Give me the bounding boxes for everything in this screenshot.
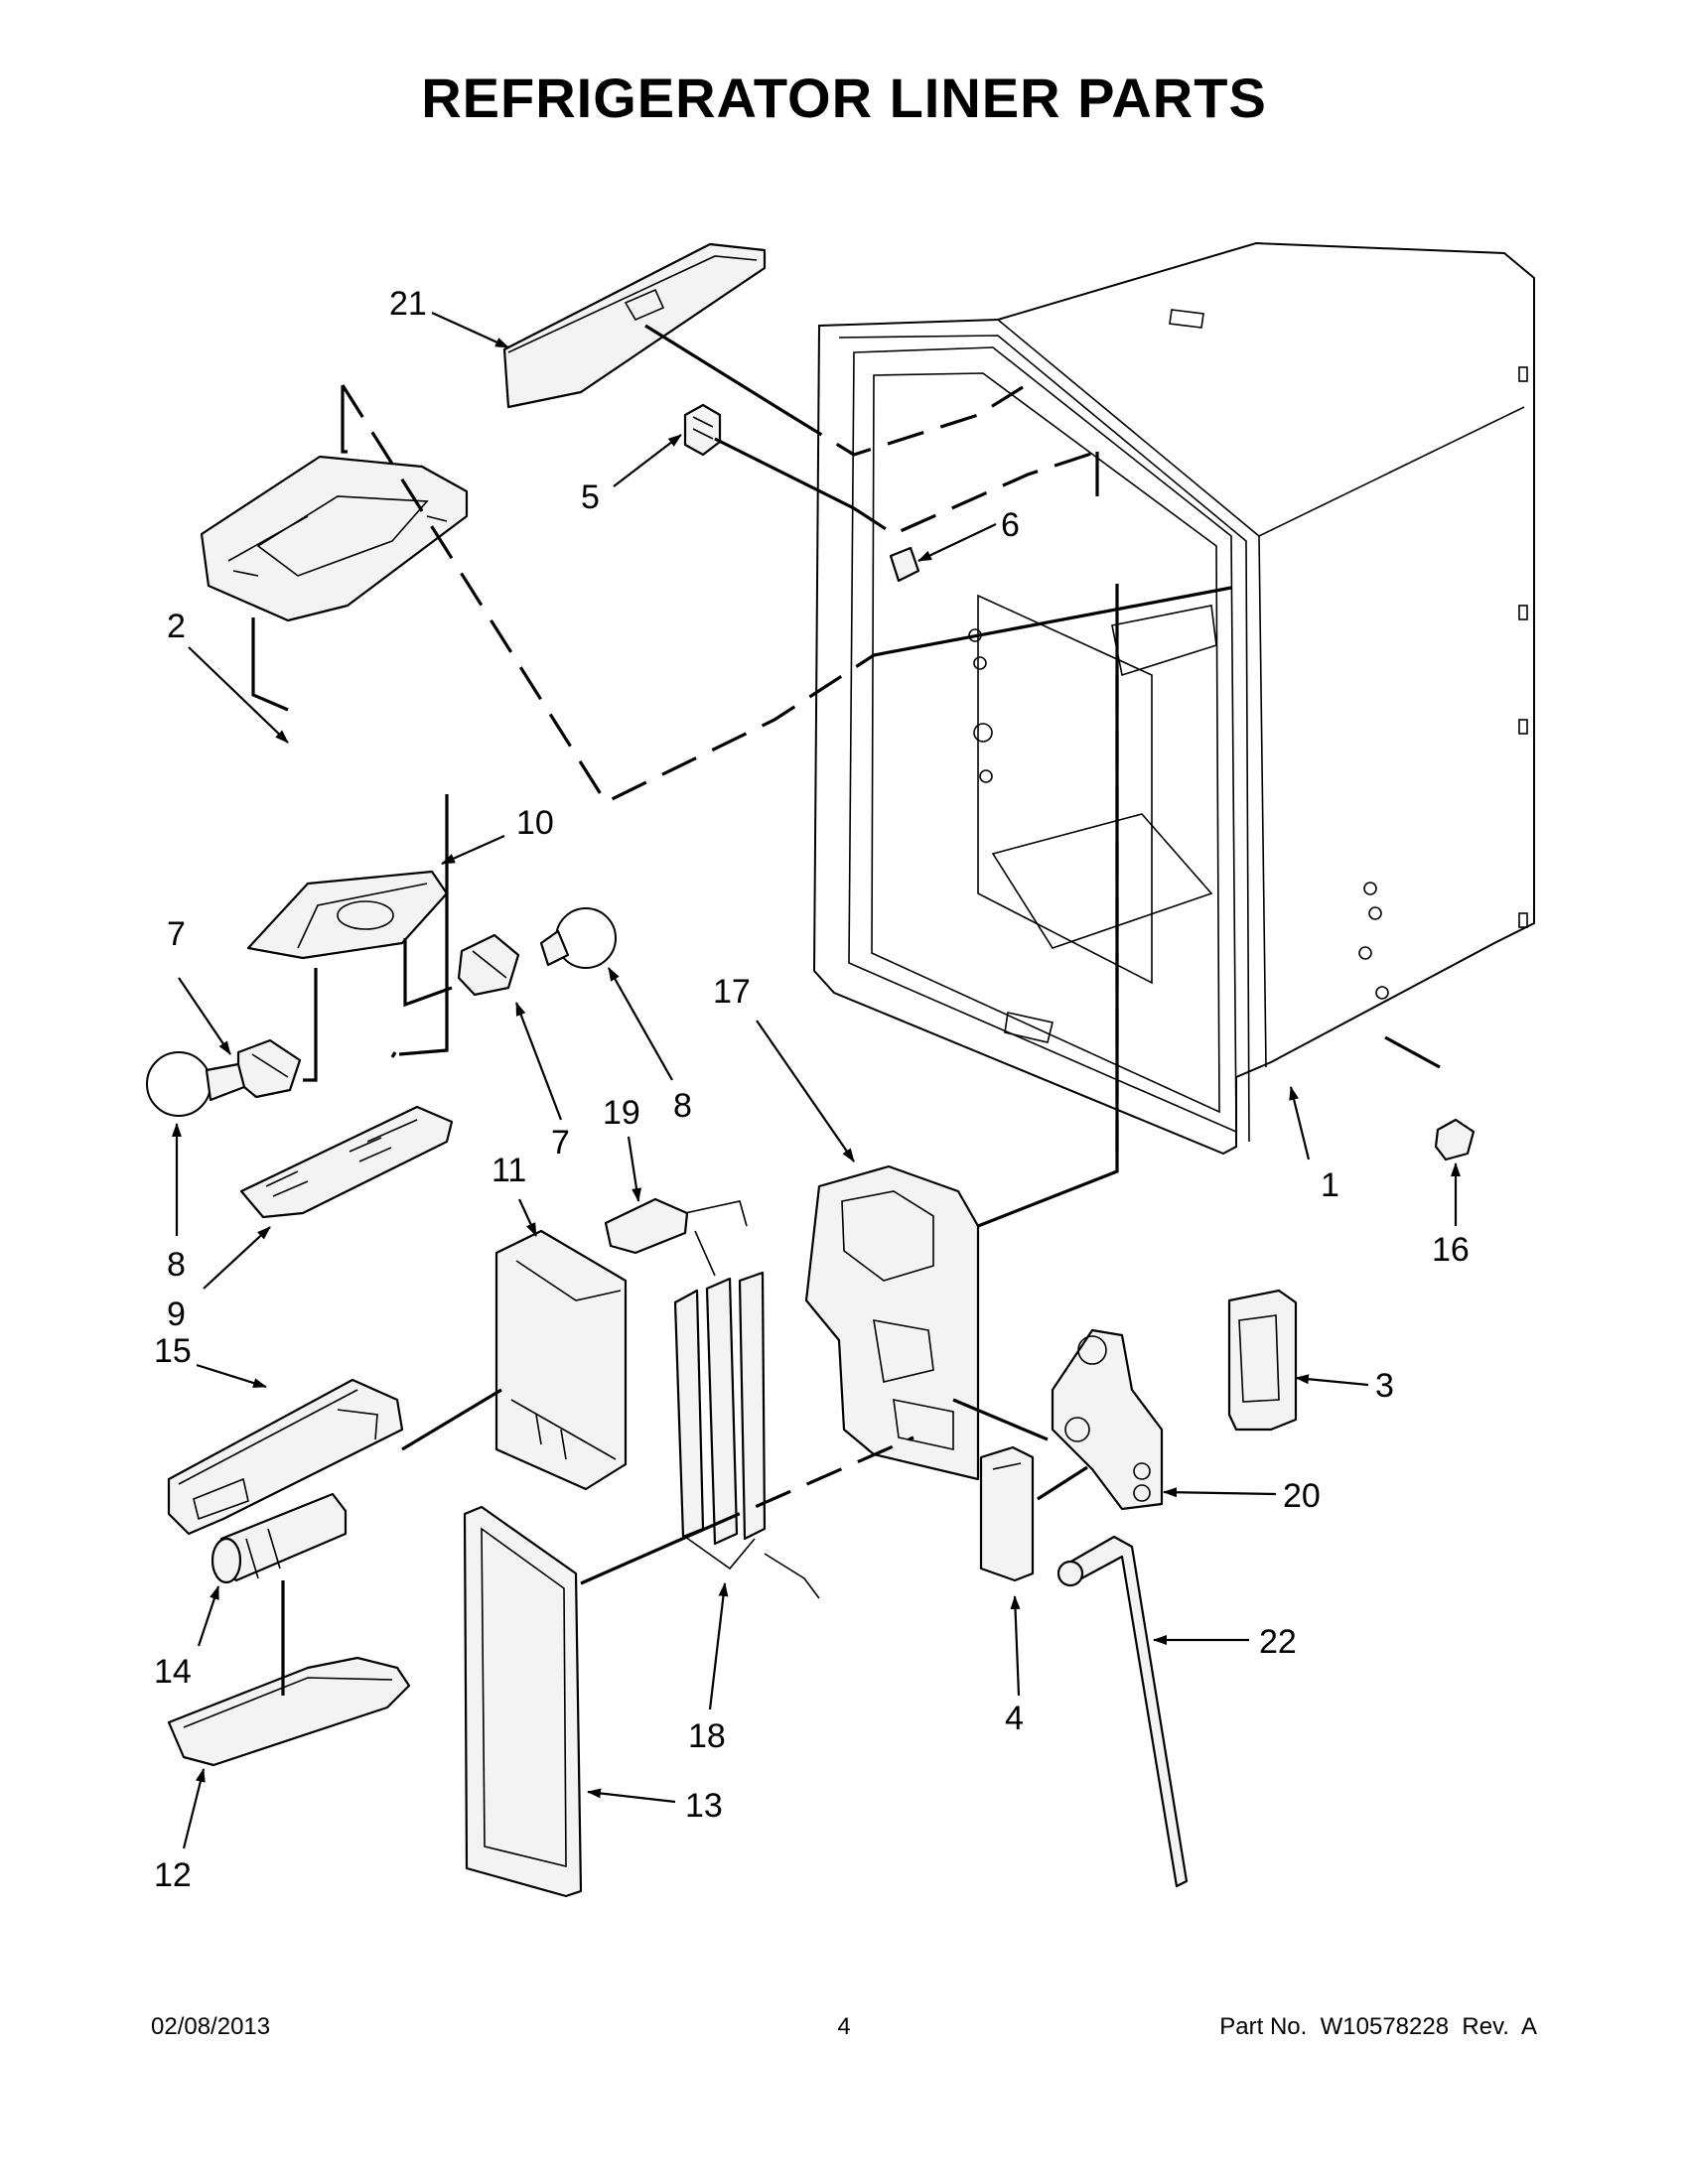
plug-part: [1434, 1118, 1476, 1161]
callout-5: 5: [581, 478, 600, 516]
footer-page-number: 4: [837, 2013, 851, 2040]
light-shield-part: [246, 870, 449, 960]
callout-10: 10: [516, 804, 554, 842]
callout-17: 17: [713, 973, 751, 1011]
callout-1: 1: [1321, 1166, 1339, 1204]
callout-2: 2: [167, 608, 186, 645]
callout-8a: 8: [167, 1246, 186, 1284]
callout-leaders: [172, 311, 1461, 1849]
callout-16: 16: [1432, 1231, 1470, 1269]
water-tank-part: [673, 1271, 820, 1599]
air-diffuser-part: [502, 242, 767, 409]
dispenser-housing-part: [804, 1164, 980, 1481]
callout-15: 15: [154, 1332, 192, 1370]
callout-22: 22: [1259, 1623, 1297, 1661]
light-housing-part: [200, 455, 469, 622]
callout-6: 6: [1001, 506, 1020, 544]
callout-9: 9: [167, 1296, 186, 1333]
page-title: REFRIGERATOR LINER PARTS: [421, 67, 1267, 129]
footer-part-number: Part No. W10578228 Rev. A: [1219, 2013, 1537, 2040]
dispenser-chute-part: [494, 1229, 628, 1491]
light-bulb-part: [539, 907, 617, 969]
callout-12: 12: [154, 1856, 192, 1894]
light-socket-part: [457, 933, 520, 997]
valve-bracket-part: [979, 1445, 1035, 1582]
callout-20: 20: [1283, 1477, 1321, 1515]
callout-3: 3: [1375, 1367, 1394, 1405]
callout-11: 11: [492, 1152, 526, 1189]
clip-part: [889, 546, 920, 583]
filter-cover-part: [167, 1656, 411, 1767]
callout-14: 14: [154, 1653, 192, 1691]
light-bulb-part: [146, 1051, 246, 1117]
water-valve-part: [1051, 1328, 1164, 1511]
liner-part: [812, 241, 1535, 1156]
callout-4: 4: [1005, 1700, 1024, 1737]
callout-19: 19: [603, 1094, 640, 1132]
callout-21: 21: [389, 285, 427, 323]
footer-date: 02/08/2013: [151, 2013, 271, 2040]
cover-panel-part: [463, 1505, 583, 1898]
callout-13: 13: [685, 1787, 723, 1825]
callout-7b: 7: [551, 1124, 570, 1161]
callout-7a: 7: [167, 915, 186, 953]
light-lens-part: [239, 1105, 454, 1219]
callout-18: 18: [688, 1717, 726, 1755]
bracket-part: [1227, 1289, 1298, 1432]
damper-part: [683, 403, 722, 457]
water-filter-part: [211, 1492, 348, 1584]
callout-numbers: 1 2 3 4 5 6 7 7 8 8 9 10 11 12 13 14 15 …: [154, 285, 1470, 1894]
water-tube-part: [1056, 1535, 1189, 1888]
callout-8b: 8: [673, 1087, 692, 1125]
assembly-lines: [251, 324, 1441, 1696]
light-socket-part: [236, 1038, 302, 1099]
thermistor-part: [604, 1197, 748, 1277]
filter-housing-part: [167, 1378, 404, 1536]
